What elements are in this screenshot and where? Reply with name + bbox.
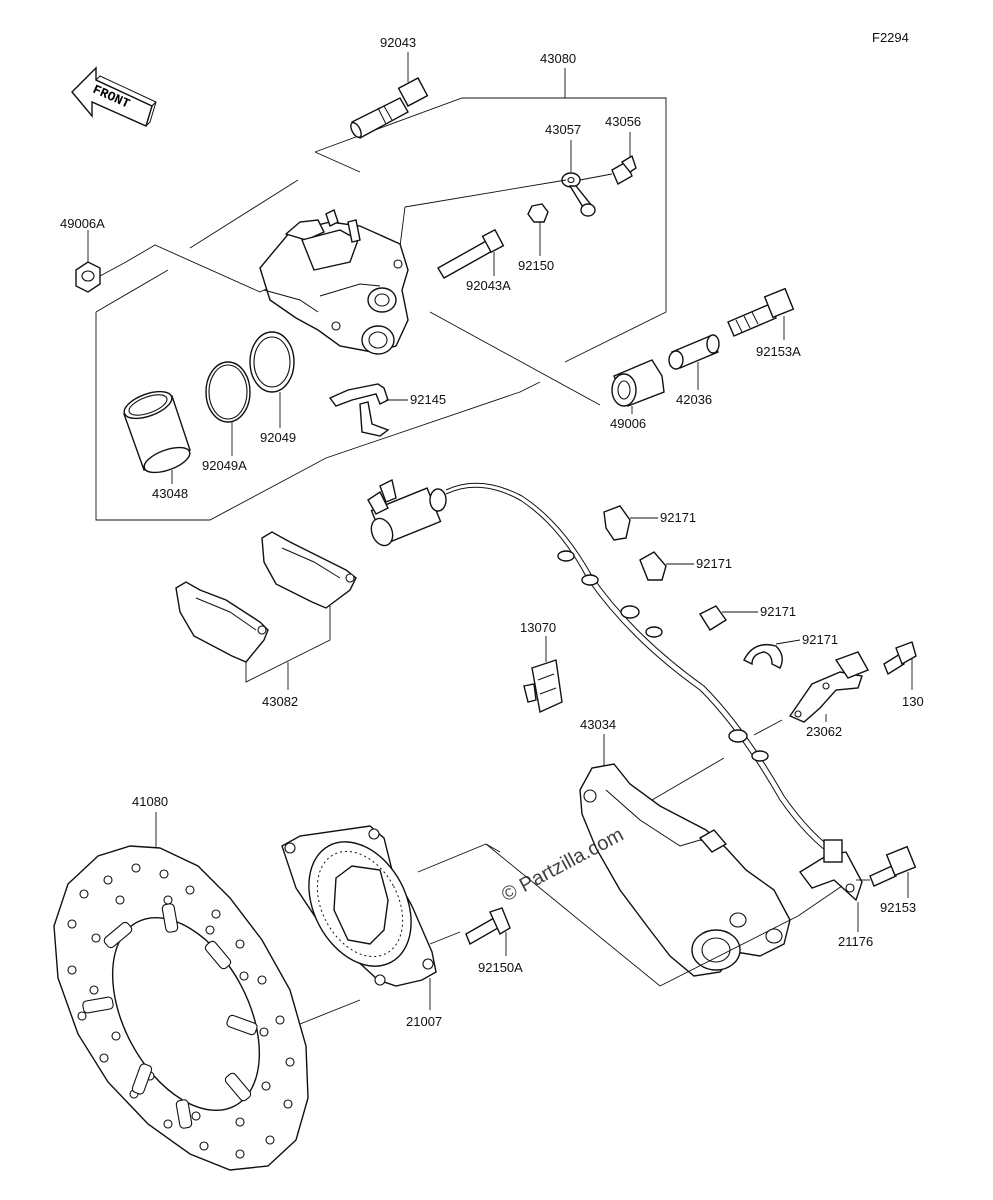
- label-92171-d: 92171: [802, 632, 838, 647]
- brake-disc-41080: [53, 845, 309, 1171]
- bracket-23062: [788, 651, 869, 723]
- label-130: 130: [902, 694, 924, 709]
- retainer-13070: [523, 659, 563, 714]
- seal-92049: [249, 331, 295, 393]
- label-43057: 43057: [545, 122, 581, 137]
- brake-pads-43082: [175, 531, 357, 663]
- bleeder-cap-43057: [561, 172, 596, 217]
- clamp-92171-c: [698, 605, 728, 631]
- sleeve-42036: [668, 334, 720, 370]
- nut-92150: [527, 203, 549, 223]
- label-13070: 13070: [520, 620, 556, 635]
- bleeder-valve-43056: [579, 154, 637, 185]
- caliper-body: [259, 209, 409, 355]
- label-43056: 43056: [605, 114, 641, 129]
- abs-sensor-21176: [367, 478, 863, 902]
- clamp-92171-d: [743, 643, 783, 669]
- label-41080: 41080: [132, 794, 168, 809]
- disc-spoke-slots: [82, 903, 258, 1129]
- disc-holes: [67, 863, 295, 1159]
- washer-49006A: [75, 261, 101, 293]
- label-92153: 92153: [880, 900, 916, 915]
- bolt-92153A: [727, 287, 795, 337]
- piston-43048: [123, 390, 191, 474]
- label-43082: 43082: [262, 694, 298, 709]
- label-92150: 92150: [518, 258, 554, 273]
- bolt-130: [883, 641, 917, 676]
- pin-92043A: [437, 228, 505, 279]
- bolt-92043: [350, 77, 429, 139]
- label-92049A: 92049A: [202, 458, 247, 473]
- seal-92049A: [205, 361, 251, 423]
- label-42036: 42036: [676, 392, 712, 407]
- label-92049: 92049: [260, 430, 296, 445]
- label-92145: 92145: [410, 392, 446, 407]
- bolt-92150A: [465, 907, 511, 946]
- label-92171-c: 92171: [760, 604, 796, 619]
- clamp-92171-a: [603, 505, 631, 541]
- boot-49006: [611, 359, 665, 407]
- abs-sensor-rotor-21007: [281, 825, 437, 987]
- label-49006A: 49006A: [60, 216, 105, 231]
- diagram-code: F2294: [872, 30, 909, 45]
- front-arrow-icon: FRONT: [71, 66, 157, 127]
- label-92043A: 92043A: [466, 278, 511, 293]
- pad-spring-92145: [328, 383, 390, 437]
- label-21007: 21007: [406, 1014, 442, 1029]
- label-92171-a: 92171: [660, 510, 696, 525]
- label-92150A: 92150A: [478, 960, 523, 975]
- bolt-92153: [869, 845, 917, 887]
- label-92153A: 92153A: [756, 344, 801, 359]
- label-43080: 43080: [540, 51, 576, 66]
- label-23062: 23062: [806, 724, 842, 739]
- label-49006: 49006: [610, 416, 646, 431]
- caliper-bracket-43034: [579, 763, 791, 977]
- clamp-92171-b: [639, 551, 667, 581]
- label-92043: 92043: [380, 35, 416, 50]
- label-21176: 21176: [838, 934, 873, 949]
- label-43048: 43048: [152, 486, 188, 501]
- label-43034: 43034: [580, 717, 616, 732]
- label-92171-b: 92171: [696, 556, 732, 571]
